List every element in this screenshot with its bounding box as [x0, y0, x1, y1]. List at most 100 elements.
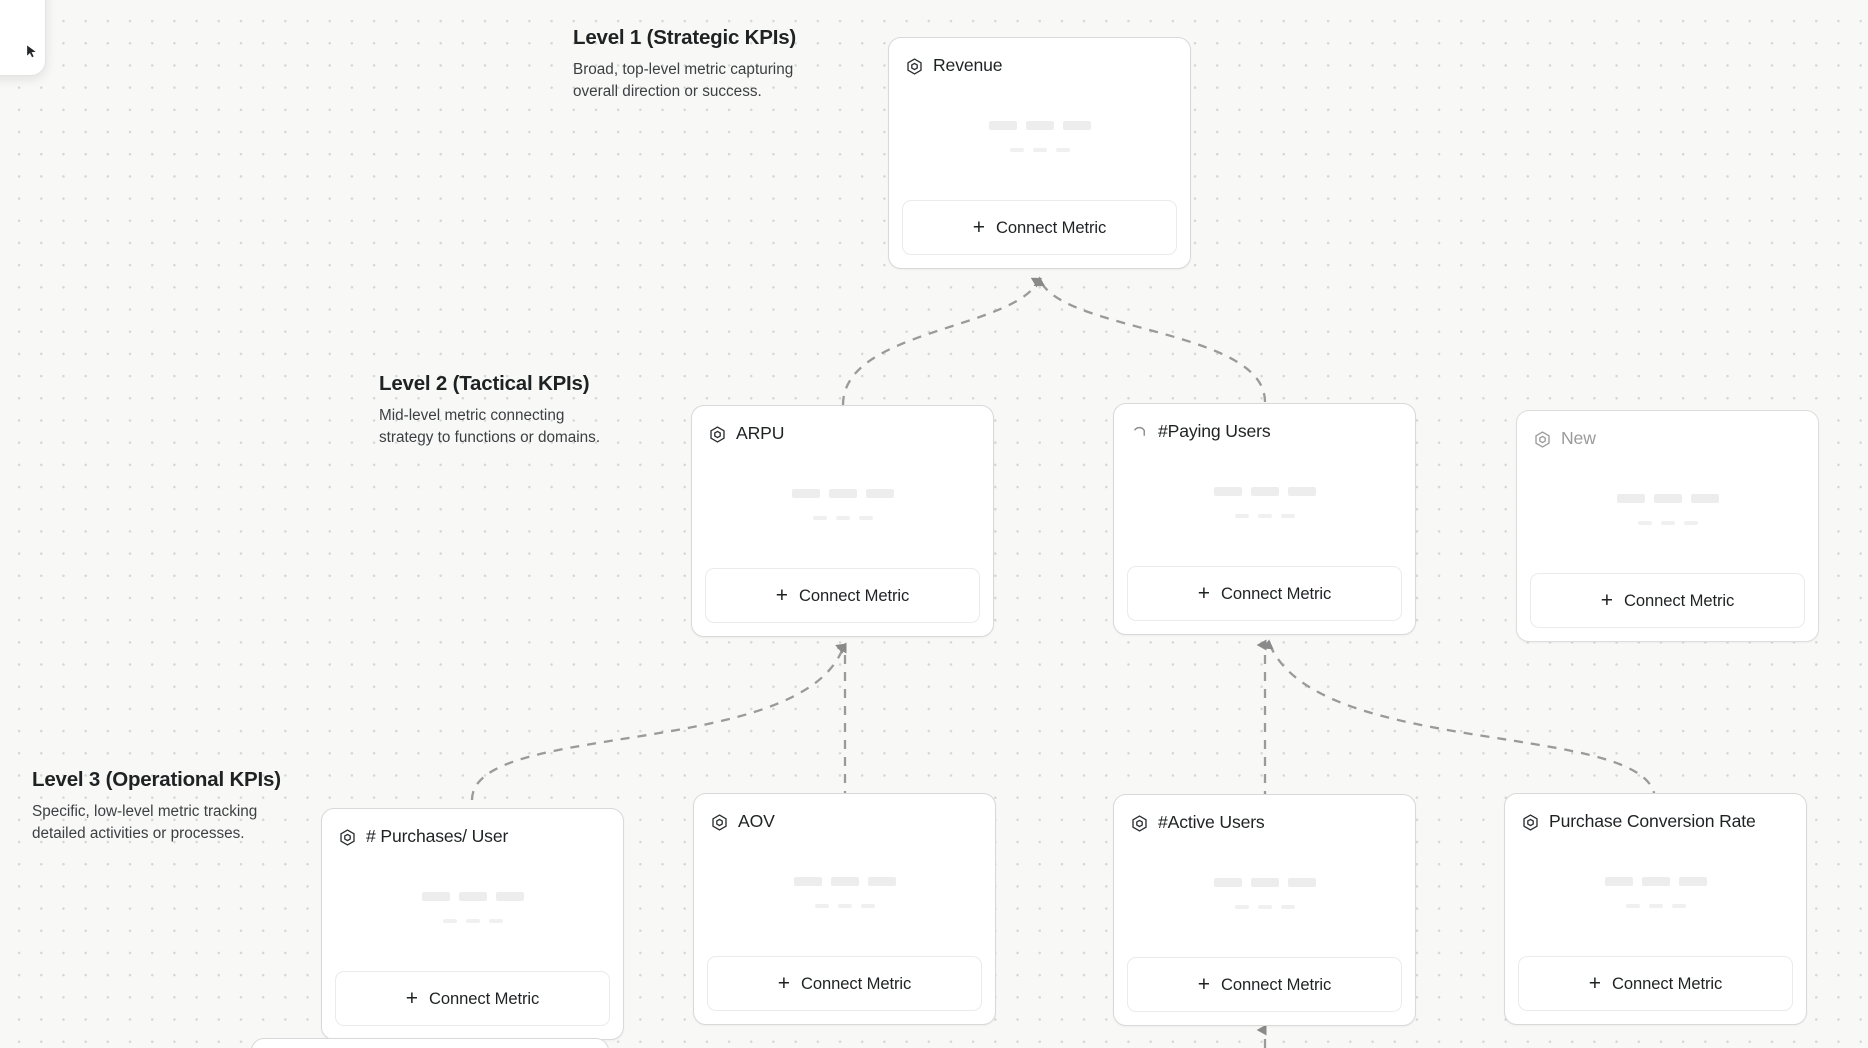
card-skeleton-body: [1530, 452, 1805, 573]
card-title: Purchase Conversion Rate: [1549, 811, 1756, 832]
skeleton-bar: [1280, 905, 1295, 909]
skeleton-row-secondary: [1637, 521, 1698, 525]
edge-purchases-to-arpu: [470, 643, 847, 801]
skeleton-bar: [1683, 521, 1698, 525]
level-2-annotation: Level 2 (Tactical KPIs) Mid-level metric…: [379, 372, 600, 448]
metric-card-paying-users[interactable]: #Paying Users + Connect Metric: [1113, 403, 1416, 635]
level-1-description: Broad, top-level metric capturing overal…: [573, 61, 794, 100]
card-header: # Purchases/ User: [335, 822, 610, 850]
card-header: Revenue: [902, 51, 1177, 79]
connect-metric-label: Connect Metric: [1221, 974, 1332, 994]
skeleton-bar: [1009, 148, 1024, 152]
connect-metric-label: Connect Metric: [801, 973, 912, 993]
level-3-annotation: Level 3 (Operational KPIs) Specific, low…: [32, 768, 281, 844]
skeleton-bar: [860, 904, 875, 908]
skeleton-bar: [1032, 148, 1047, 152]
floating-toolbar-panel[interactable]: [0, 0, 46, 76]
connect-metric-label: Connect Metric: [1221, 583, 1332, 603]
connect-metric-button[interactable]: + Connect Metric: [1518, 956, 1793, 1011]
skeleton-bar: [1025, 121, 1054, 130]
skeleton-bar: [837, 904, 852, 908]
skeleton-bar: [458, 892, 487, 901]
connect-metric-button[interactable]: + Connect Metric: [1530, 573, 1805, 628]
skeleton-bar: [1062, 121, 1091, 130]
skeleton-row-secondary: [812, 516, 873, 520]
card-skeleton-body: [902, 79, 1177, 200]
skeleton-bar: [1604, 877, 1633, 886]
card-header: #Active Users: [1127, 808, 1402, 836]
hexagon-target-icon: [1130, 814, 1149, 833]
metric-card-active-users[interactable]: #Active Users + Connect Metric: [1113, 794, 1416, 1026]
level-2-title: Level 2 (Tactical KPIs): [379, 372, 590, 395]
metric-card-arpu[interactable]: ARPU + Connect Metric: [691, 405, 994, 637]
skeleton-bar: [1678, 877, 1707, 886]
skeleton-bar: [1660, 521, 1675, 525]
skeleton-bar: [488, 919, 503, 923]
skeleton-bar: [867, 877, 896, 886]
level-1-annotation: Level 1 (Strategic KPIs) Broad, top-leve…: [573, 26, 796, 102]
card-title: ARPU: [736, 423, 785, 444]
card-skeleton-body: [707, 835, 982, 956]
connect-metric-button[interactable]: + Connect Metric: [902, 200, 1177, 255]
card-title: # Purchases/ User: [366, 826, 509, 847]
metric-card-purchase-conversion-rate[interactable]: Purchase Conversion Rate + Connect Metri…: [1504, 793, 1807, 1025]
plus-icon: +: [1197, 972, 1211, 996]
connect-metric-button[interactable]: + Connect Metric: [1127, 566, 1402, 621]
skeleton-row-primary: [988, 121, 1091, 130]
hexagon-target-icon: [1521, 813, 1540, 832]
skeleton-bar: [791, 489, 820, 498]
skeleton-bar: [988, 121, 1017, 130]
edge-paying-users-to-revenue: [1033, 276, 1267, 403]
skeleton-bar: [828, 489, 857, 498]
connect-metric-label: Connect Metric: [429, 988, 540, 1008]
metric-card-offscreen-bottom[interactable]: [251, 1038, 609, 1048]
connect-metric-label: Connect Metric: [799, 585, 910, 605]
skeleton-bar: [1257, 905, 1272, 909]
connect-metric-button[interactable]: + Connect Metric: [705, 568, 980, 623]
hexagon-target-icon: [338, 828, 357, 847]
card-header: New: [1530, 424, 1805, 452]
card-skeleton-body: [705, 447, 980, 568]
card-header: ARPU: [705, 419, 980, 447]
skeleton-row-primary: [421, 892, 524, 901]
skeleton-row-secondary: [442, 919, 503, 923]
card-skeleton-body: [1127, 445, 1402, 566]
metric-card-aov[interactable]: AOV + Connect Metric: [693, 793, 996, 1025]
skeleton-bar: [1641, 877, 1670, 886]
skeleton-row-secondary: [1234, 514, 1295, 518]
card-header: AOV: [707, 807, 982, 835]
skeleton-row-secondary: [1009, 148, 1070, 152]
skeleton-bar: [442, 919, 457, 923]
plus-icon: +: [777, 971, 791, 995]
spinner-arc-icon: [1130, 423, 1149, 442]
connect-metric-button[interactable]: + Connect Metric: [1127, 957, 1402, 1012]
skeleton-bar: [495, 892, 524, 901]
connect-metric-button[interactable]: + Connect Metric: [335, 971, 610, 1026]
skeleton-bar: [1280, 514, 1295, 518]
skeleton-bar: [1250, 878, 1279, 887]
cursor-arrow-icon[interactable]: [24, 44, 39, 59]
skeleton-bar: [1213, 878, 1242, 887]
metric-card-new[interactable]: New + Connect Metric: [1516, 410, 1819, 642]
skeleton-bar: [1287, 487, 1316, 496]
metric-card-revenue[interactable]: Revenue + Connect Metric: [888, 37, 1191, 269]
connect-metric-label: Connect Metric: [1624, 590, 1735, 610]
skeleton-bar: [1213, 487, 1242, 496]
skeleton-bar: [865, 489, 894, 498]
card-title: New: [1561, 428, 1596, 449]
skeleton-row-secondary: [1625, 904, 1686, 908]
card-skeleton-body: [335, 850, 610, 971]
skeleton-bar: [830, 877, 859, 886]
skeleton-row-primary: [1213, 878, 1316, 887]
skeleton-bar: [421, 892, 450, 901]
skeleton-bar: [465, 919, 480, 923]
skeleton-row-secondary: [1234, 905, 1295, 909]
edge-arpu-to-revenue: [841, 277, 1043, 406]
plus-icon: +: [775, 583, 789, 607]
hexagon-target-icon: [708, 425, 727, 444]
metric-card-purchases-per-user[interactable]: # Purchases/ User + Connect Metric: [321, 808, 624, 1040]
skeleton-row-primary: [793, 877, 896, 886]
connect-metric-button[interactable]: + Connect Metric: [707, 956, 982, 1011]
level-2-description: Mid-level metric connecting strategy to …: [379, 407, 601, 446]
